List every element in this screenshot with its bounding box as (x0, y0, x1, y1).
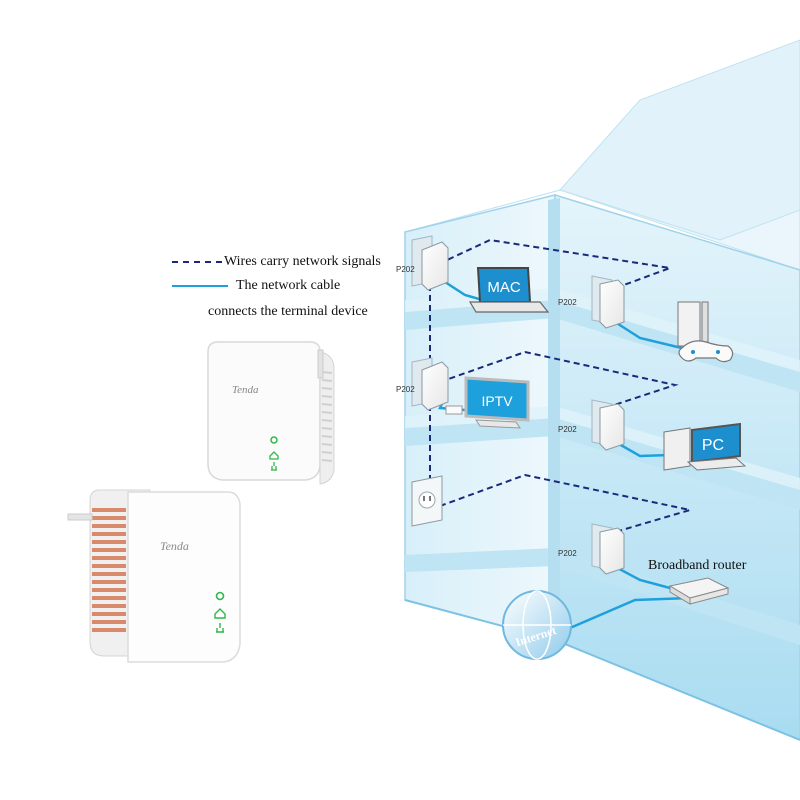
powerline-floor1 (439, 473, 691, 536)
solid-line-swatch (172, 285, 228, 287)
powerline-led-icon-front (214, 608, 226, 619)
powerline-floor3-left (429, 238, 674, 293)
powerline-floor2 (439, 350, 679, 409)
iptv-label: IPTV (481, 393, 513, 409)
p202-label-1: P202 (396, 265, 415, 274)
power-led-icon (270, 436, 278, 444)
tenda-logo-front: Tenda (160, 539, 189, 553)
pc-computer-icon: PC (663, 422, 747, 471)
legend-solid-label-2: connects the terminal device (208, 304, 368, 319)
legend-solid-row: The network cable (172, 276, 340, 296)
diagram-legend: Wires carry network signals The network … (172, 250, 402, 330)
house-gable (559, 39, 800, 241)
adapter-floor2-left (411, 357, 449, 411)
cable-game (611, 318, 691, 352)
p202-label-5: P202 (558, 549, 577, 558)
cable-internet (569, 596, 691, 630)
legend-solid-label: The network cable (236, 278, 341, 293)
mac-laptop-icon: MAC (468, 267, 550, 313)
p202-label-2: P202 (558, 298, 577, 307)
adapter-floor3-left (411, 235, 449, 291)
power-led-icon-front (215, 591, 225, 601)
adapter-floor3-right (591, 275, 625, 329)
powerline-led-icon (269, 451, 279, 460)
powerline-wires (429, 238, 691, 536)
broadband-router-icon (668, 577, 730, 605)
cable-router (611, 563, 671, 590)
ethernet-led-icon (271, 462, 277, 471)
adapter-floor2-right (591, 399, 625, 451)
dashed-line-swatch (172, 261, 222, 263)
ethernet-led-icon-front (216, 623, 224, 633)
legend-solid-row-2: connects the terminal device (208, 302, 368, 322)
tenda-logo-back: Tenda (232, 384, 259, 396)
wall-outlet (411, 475, 443, 527)
house (404, 39, 800, 741)
set-top-box-icon (445, 405, 463, 415)
mac-label: MAC (487, 279, 521, 296)
house-inner-wall (548, 198, 560, 642)
pc-label: PC (702, 437, 724, 454)
iptv-tv-icon: IPTV (464, 376, 530, 429)
internet-globe-icon: Internet (502, 590, 572, 660)
legend-dashed-row: Wires carry network signals (172, 252, 381, 272)
broadband-router-label: Broadband router (648, 558, 747, 573)
p202-label-3: P202 (396, 385, 415, 394)
p202-label-4: P202 (558, 425, 577, 434)
game-console-icon (677, 301, 734, 363)
legend-dashed-label: Wires carry network signals (224, 254, 381, 269)
tenda-adapter-front: Tenda (67, 489, 241, 663)
tenda-adapter-back: Tenda (207, 341, 335, 485)
adapter-floor1-right (591, 523, 625, 575)
